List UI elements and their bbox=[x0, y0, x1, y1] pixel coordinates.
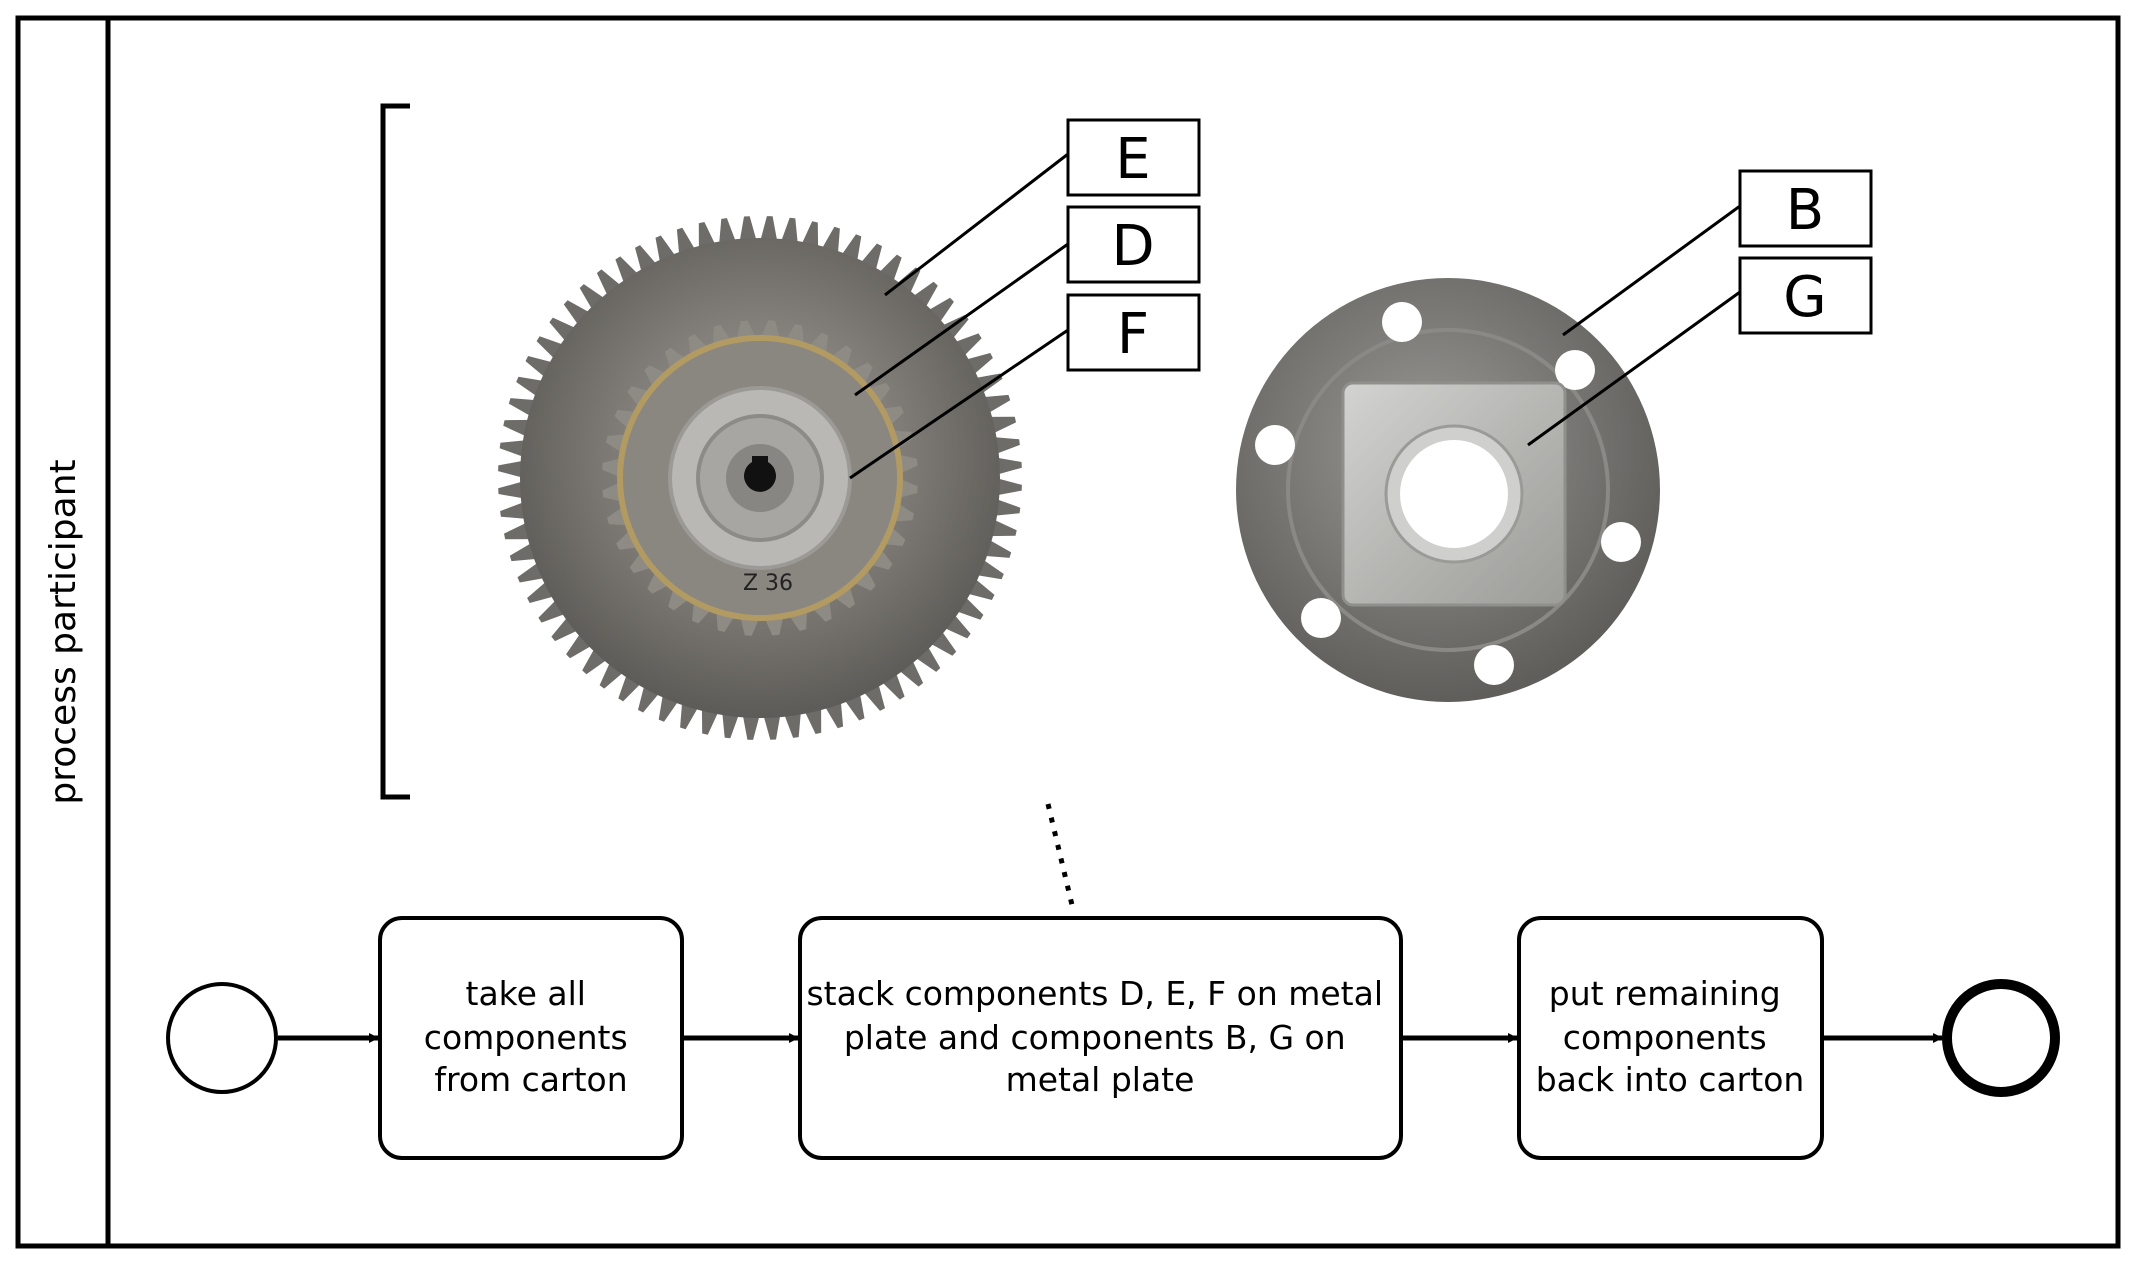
gear-stamp: Z 36 bbox=[743, 571, 793, 596]
task-box[interactable] bbox=[1517, 916, 1824, 1160]
task-box[interactable] bbox=[798, 916, 1403, 1160]
association-dotted-line bbox=[1045, 803, 1075, 906]
pool: process participant bbox=[15, 15, 2121, 1249]
bolt-hole bbox=[1601, 522, 1641, 562]
flange-inner-ring bbox=[1286, 328, 1610, 652]
end-event[interactable] bbox=[1942, 979, 2060, 1097]
tag-b: B bbox=[1786, 178, 1824, 243]
task-stack-components[interactable]: stack components D, E, F on metal plate … bbox=[798, 916, 1403, 1160]
tag-e: E bbox=[1115, 127, 1150, 192]
task-label-line: plate and components B, G on bbox=[844, 1018, 1346, 1057]
tag-d: D bbox=[1111, 214, 1154, 279]
block-bore bbox=[1400, 440, 1508, 548]
pool-label: process participant bbox=[43, 459, 84, 804]
gear-image: Z 36 bbox=[498, 216, 1022, 740]
keyway-hole bbox=[744, 456, 776, 492]
leader-line-d bbox=[854, 242, 1069, 397]
task-label-line: components bbox=[1563, 1018, 1767, 1057]
tag-box-d bbox=[1066, 205, 1201, 284]
tag-f: F bbox=[1117, 302, 1149, 367]
task-take-components[interactable]: take all components from carton bbox=[378, 916, 684, 1160]
bolt-hole bbox=[1382, 302, 1422, 342]
tag-box-e bbox=[1066, 118, 1201, 197]
tag-box-f bbox=[1066, 293, 1201, 372]
label-tags: E D F B G bbox=[849, 118, 1873, 480]
bolt-hole bbox=[1474, 645, 1514, 685]
leader-line-e bbox=[884, 152, 1069, 297]
task-label-line: take all bbox=[466, 974, 586, 1013]
pool-border bbox=[15, 15, 2121, 1249]
start-event[interactable] bbox=[166, 982, 278, 1094]
tag-box-g bbox=[1738, 256, 1873, 335]
text-annotation bbox=[380, 103, 1075, 906]
task-label: take all components from carton bbox=[424, 974, 638, 1099]
plate-image bbox=[1236, 278, 1660, 702]
leader-line-g bbox=[1527, 290, 1741, 447]
leader-line-b bbox=[1562, 204, 1741, 337]
task-label: put remaining components back into carto… bbox=[1536, 974, 1805, 1099]
task-label-line: from carton bbox=[434, 1060, 627, 1099]
task-put-remaining[interactable]: put remaining components back into carto… bbox=[1517, 916, 1824, 1160]
task-label-line: back into carton bbox=[1536, 1060, 1805, 1099]
task-label-line: components bbox=[424, 1018, 628, 1057]
task-box[interactable] bbox=[378, 916, 684, 1160]
task-label-line: metal plate bbox=[1006, 1060, 1195, 1099]
leader-line-f bbox=[849, 328, 1069, 480]
bolt-hole bbox=[1555, 350, 1595, 390]
task-label-line: put remaining bbox=[1549, 974, 1781, 1013]
bolt-hole bbox=[1255, 425, 1295, 465]
annotation-bracket bbox=[380, 103, 410, 800]
tag-box-b bbox=[1738, 169, 1873, 248]
task-label: stack components D, E, F on metal plate … bbox=[806, 974, 1393, 1099]
tag-g: G bbox=[1783, 265, 1826, 330]
task-label-line: stack components D, E, F on metal bbox=[806, 974, 1383, 1013]
bolt-hole bbox=[1301, 598, 1341, 638]
